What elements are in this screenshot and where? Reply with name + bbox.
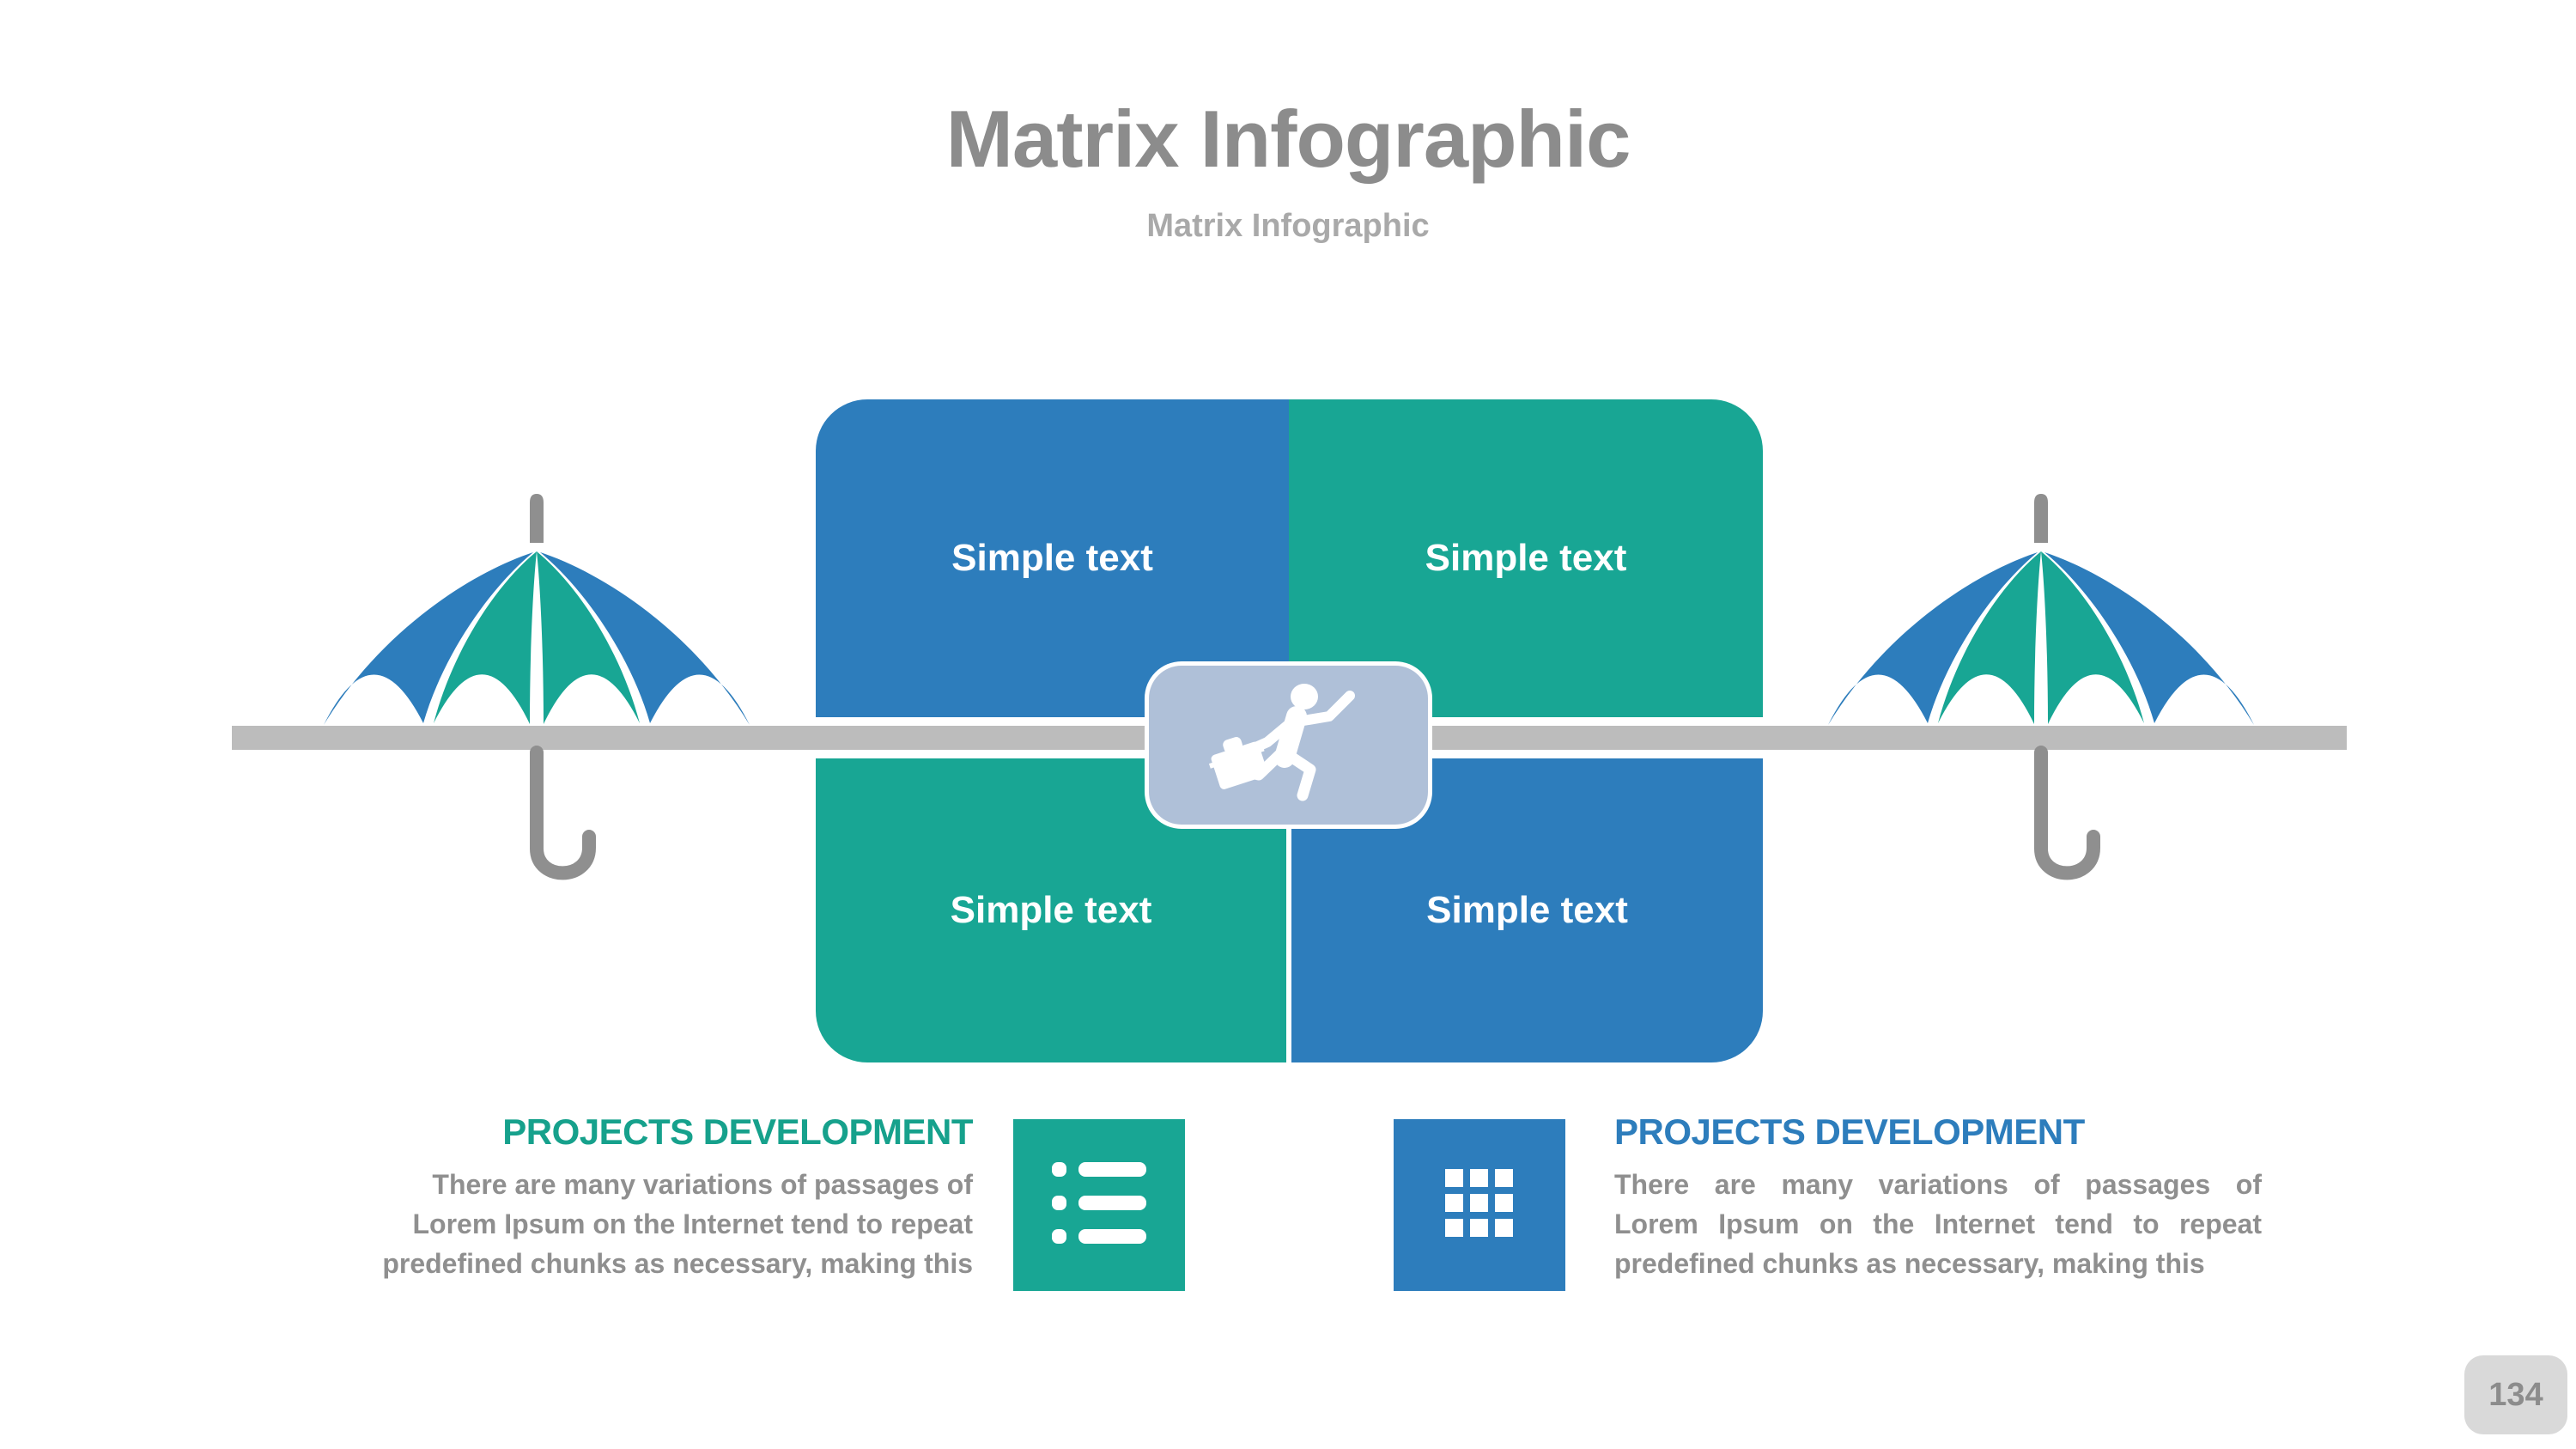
section-title: PROJECTS DEVELOPMENT: [502, 1111, 973, 1152]
umbrella-icon: [1826, 490, 2256, 902]
section-title: PROJECTS DEVELOPMENT: [1614, 1111, 2085, 1152]
umbrella-icon: [322, 490, 751, 902]
matrix-cell-label: Simple text: [1426, 889, 1628, 931]
section-text-line: predefined chunks as necessary, making t…: [1614, 1248, 2205, 1279]
center-badge: [1149, 666, 1428, 825]
matrix-cell-top-right: Simple text: [1289, 399, 1763, 717]
section-text-line: Lorem Ipsum on the Internet tend to repe…: [1614, 1209, 2262, 1239]
grid-icon-tile: [1394, 1119, 1565, 1291]
page-number: 134: [2488, 1376, 2543, 1413]
page-title: Matrix Infographic: [945, 94, 1631, 184]
section-text-line: There are many variations of passages of: [432, 1169, 973, 1200]
section-text-line: predefined chunks as necessary, making t…: [382, 1248, 973, 1279]
matrix-cell-label: Simple text: [951, 537, 1153, 579]
page-subtitle: Matrix Infographic: [1146, 208, 1430, 244]
list-icon: [1052, 1161, 1146, 1249]
running-businessman-icon: [1199, 679, 1379, 812]
matrix-cell-bottom-left: Simple text: [816, 758, 1286, 1062]
list-icon-tile: [1013, 1119, 1185, 1291]
section-right: PROJECTS DEVELOPMENT There are many vari…: [1614, 1111, 2262, 1283]
grid-icon: [1445, 1168, 1514, 1242]
section-text-line: There are many variations of passages of: [1614, 1169, 2262, 1200]
matrix-cell-top-left: Simple text: [816, 399, 1289, 717]
section-text-line: Lorem Ipsum on the Internet tend to repe…: [412, 1209, 974, 1239]
page-number-badge: 134: [2464, 1355, 2567, 1434]
section-left: PROJECTS DEVELOPMENT There are many vari…: [337, 1111, 973, 1283]
matrix-cell-label: Simple text: [1425, 537, 1627, 579]
matrix-cell-label: Simple text: [950, 889, 1152, 931]
